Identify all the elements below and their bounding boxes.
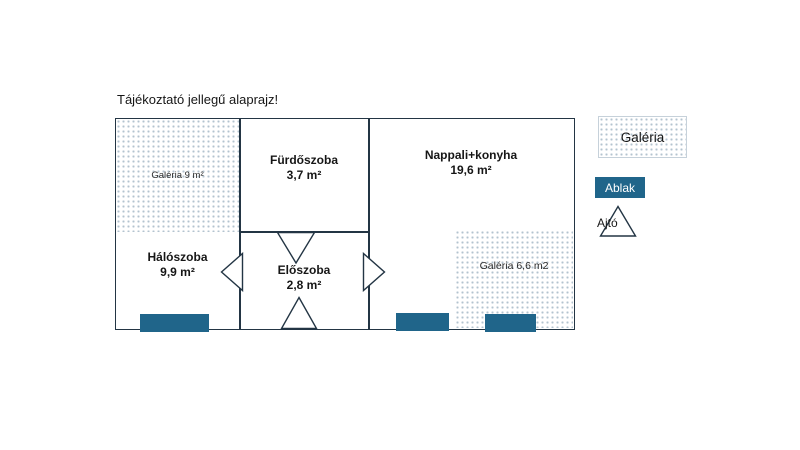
window-marker-bedroom xyxy=(140,314,209,332)
room-label-furdoszoba: Fürdőszoba 3,7 m² xyxy=(239,153,369,183)
room-area-eloszoba: 2,8 m² xyxy=(286,278,322,292)
room-label-nappali: Nappali+konyha 19,6 m² xyxy=(369,148,573,178)
room-name-eloszoba: Előszoba xyxy=(277,263,331,277)
plan-title: Tájékoztató jellegű alaprajz! xyxy=(117,92,279,107)
wall-vertical-right xyxy=(368,119,370,329)
legend-window-swatch: Ablak xyxy=(595,177,645,198)
door-triangle-bathroom xyxy=(276,231,316,265)
gallery-66-label: Galéria 6,6 m2 xyxy=(479,260,549,272)
gallery-area-9 xyxy=(116,119,239,232)
legend-gallery-label: Galéria xyxy=(620,129,665,145)
legend-gallery-swatch: Galéria xyxy=(598,116,687,158)
window-marker-living-1 xyxy=(396,313,449,331)
room-name-haloszoba: Hálószoba xyxy=(147,250,208,264)
legend-door-label: Ajtó xyxy=(597,216,618,230)
wall-horizontal-mid xyxy=(239,231,369,233)
room-label-eloszoba: Előszoba 2,8 m² xyxy=(239,263,369,293)
legend-window-label: Ablak xyxy=(604,180,636,195)
door-triangle-entrance xyxy=(280,296,318,330)
floor-plan: Galéria 9 m² Hálószoba 9,9 m² Fürdőszoba… xyxy=(115,118,575,332)
gallery-9-label: Galéria 9 m² xyxy=(151,170,204,181)
gallery-area-66 xyxy=(455,230,573,328)
wall-vertical-left xyxy=(239,119,241,329)
door-triangle-living xyxy=(362,252,386,292)
room-area-haloszoba: 9,9 m² xyxy=(160,265,195,279)
door-triangle-bedroom xyxy=(220,252,244,292)
room-label-haloszoba: Hálószoba 9,9 m² xyxy=(116,250,239,280)
room-area-nappali: 19,6 m² xyxy=(450,163,492,177)
room-name-nappali: Nappali+konyha xyxy=(424,148,518,162)
window-marker-living-2 xyxy=(485,314,536,332)
legend-door-icon xyxy=(599,205,637,237)
room-name-furdoszoba: Fürdőszoba xyxy=(270,153,338,167)
room-area-furdoszoba: 3,7 m² xyxy=(286,168,322,182)
